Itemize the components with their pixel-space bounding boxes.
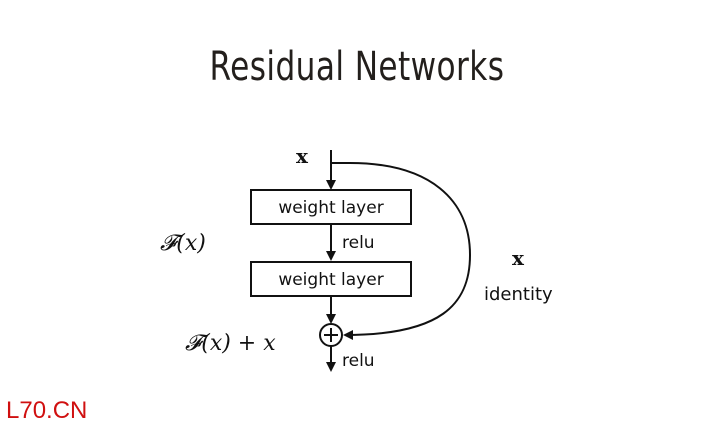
weight-layer-2-label: weight layer	[278, 270, 383, 290]
watermark: L70.CN	[6, 397, 88, 424]
weight-layer-2: weight layer	[250, 261, 412, 297]
shortcut-x-label: x	[512, 246, 525, 270]
sum-node	[319, 323, 343, 347]
identity-shortcut-arrow	[331, 162, 472, 340]
input-x-label: x	[296, 144, 309, 168]
sum-label: 𝓕(x) + x	[185, 331, 276, 356]
relu-label-output: relu	[342, 351, 375, 371]
function-label: 𝓕(x)	[160, 231, 206, 256]
identity-label: identity	[484, 284, 553, 305]
weight-layer-1-label: weight layer	[278, 198, 383, 218]
relu-label-1: relu	[342, 233, 375, 253]
weight-layer-1: weight layer	[250, 189, 412, 225]
page-title: Residual Networks	[209, 44, 505, 90]
